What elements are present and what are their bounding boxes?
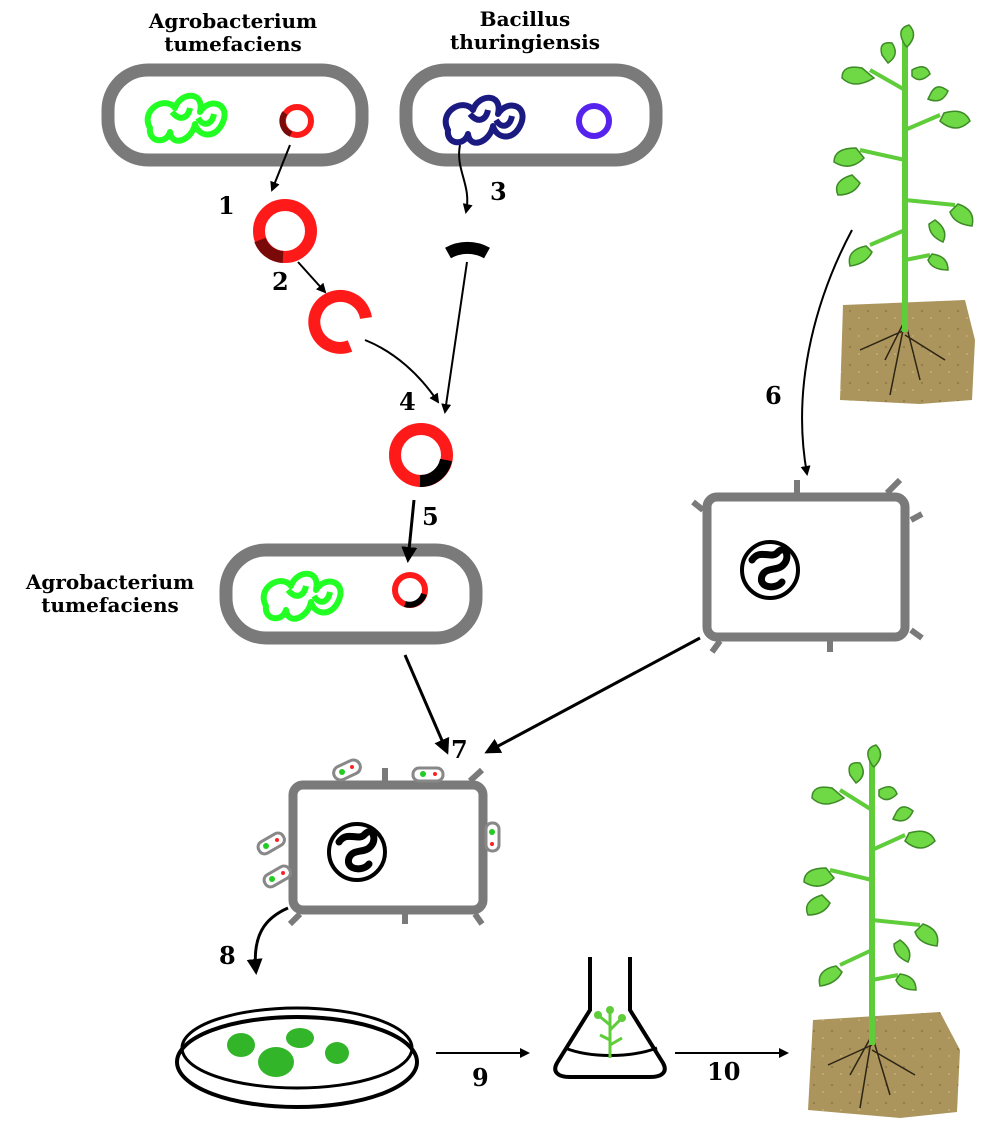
arrow-7b <box>484 636 701 754</box>
mini-bacterium-5 <box>484 821 501 853</box>
arrow-7a <box>403 654 450 755</box>
callus-4 <box>325 1042 349 1064</box>
tomato-plant-original <box>833 24 975 404</box>
transgenic-tomato-plant <box>803 744 960 1118</box>
agro-chromosome-mid <box>260 570 344 622</box>
callus-3 <box>258 1047 294 1077</box>
arrow-6 <box>800 229 853 476</box>
label-agrobacterium-mid-line1: Agrobacterium <box>25 570 195 594</box>
arrows <box>246 144 853 1058</box>
label-agrobacterium-top-line2: tumefaciens <box>164 32 302 56</box>
step-10: 10 <box>707 1057 741 1086</box>
label-agrobacterium-mid: Agrobacterium tumefaciens <box>5 571 215 617</box>
step-7: 7 <box>451 735 468 764</box>
arrow-1 <box>270 144 291 192</box>
mini-bacterium-1 <box>332 758 362 782</box>
label-bacillus: Bacillus thuringiensis <box>420 8 630 54</box>
step-6: 6 <box>765 381 782 410</box>
callus-2 <box>286 1028 314 1048</box>
step-4: 4 <box>399 387 416 416</box>
infected-plant-cell <box>256 758 501 927</box>
bt-gene-fragment <box>445 241 490 259</box>
label-bacillus-line1: Bacillus <box>479 7 571 31</box>
label-agrobacterium-top: Agrobacterium tumefaciens <box>128 10 338 56</box>
callus-1 <box>227 1033 255 1057</box>
step-9: 9 <box>472 1063 489 1092</box>
bt-chromosome <box>442 94 526 146</box>
arrow-3 <box>458 144 473 214</box>
mini-bacterium-2 <box>411 766 445 783</box>
plantlet <box>597 1010 624 1058</box>
cut-plasmid <box>308 289 372 354</box>
culture-flask <box>553 957 667 1079</box>
isolated-ti-plasmid <box>253 199 317 263</box>
agrobacterium-cell-recombinant <box>219 543 483 645</box>
step-2: 2 <box>272 267 289 296</box>
arrow-5 <box>401 499 418 563</box>
arrow-2 <box>297 261 327 294</box>
label-agrobacterium-top-line1: Agrobacterium <box>148 9 318 33</box>
arrow-8 <box>246 906 289 975</box>
step-3: 3 <box>490 177 507 206</box>
plant-cell <box>691 477 924 654</box>
label-bacillus-line2: thuringiensis <box>450 30 600 54</box>
agro-chromosome-top <box>144 92 228 144</box>
mini-bacterium-3 <box>256 831 286 856</box>
petri-dish <box>175 1006 419 1109</box>
bt-plasmid <box>576 103 612 139</box>
recombinant-plasmid <box>389 423 453 487</box>
bacillus-cell <box>399 63 663 167</box>
step-8: 8 <box>219 941 236 970</box>
mini-bacterium-4 <box>262 864 292 889</box>
step-1: 1 <box>218 191 235 220</box>
label-agrobacterium-mid-line2: tumefaciens <box>41 593 179 617</box>
agrobacterium-cell-top <box>101 63 369 167</box>
step-5: 5 <box>422 502 439 531</box>
arrow-4a <box>364 339 440 404</box>
arrow-4b <box>441 261 468 414</box>
